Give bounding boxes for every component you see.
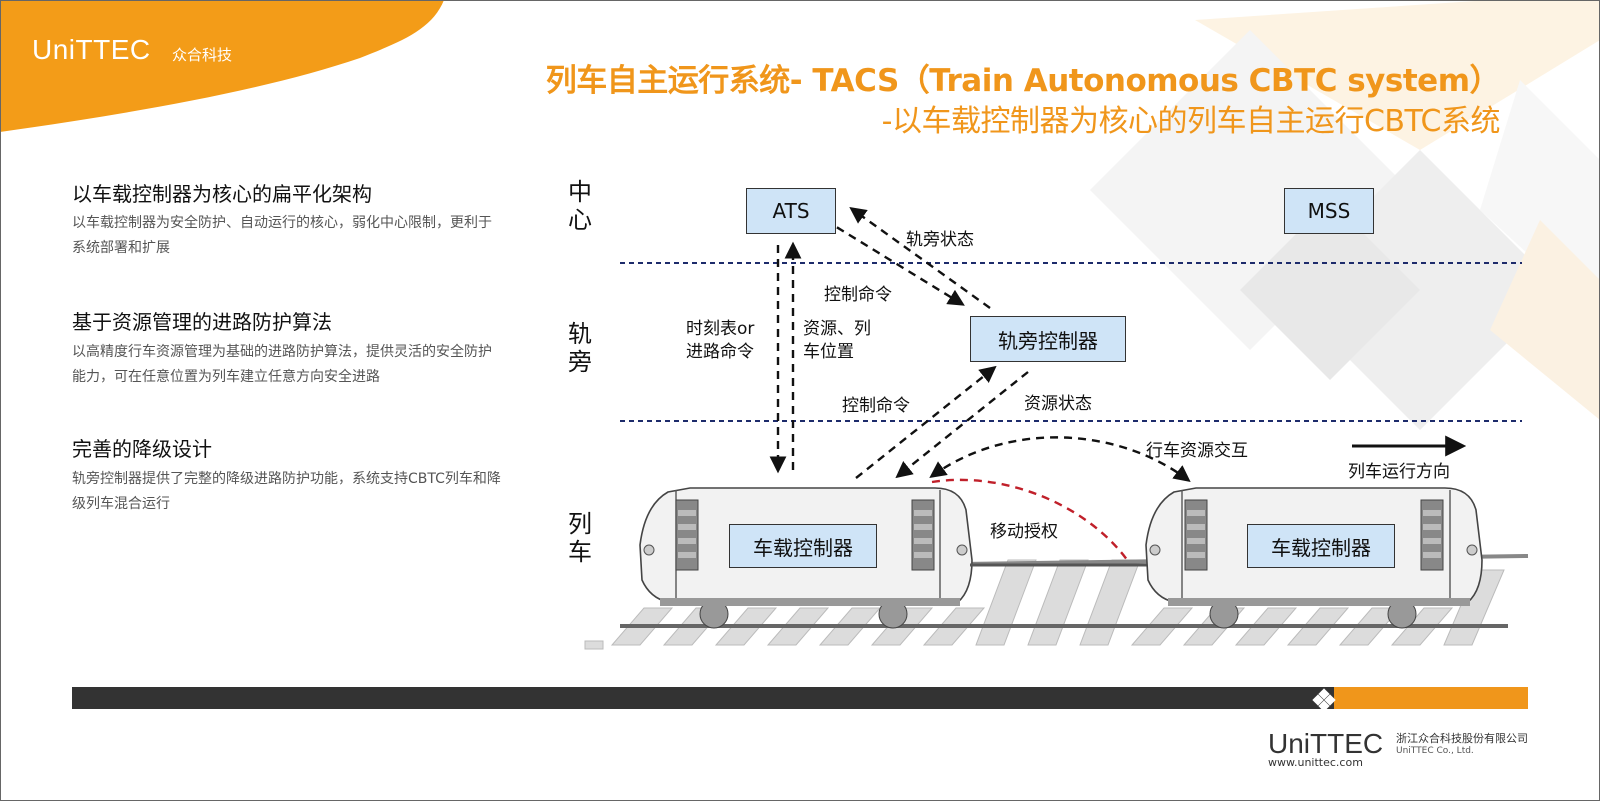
wayside-controller-box: 轨旁控制器 xyxy=(970,316,1126,362)
layer-label-train: 列车 xyxy=(568,510,592,566)
layer-label-wayside: 轨旁 xyxy=(568,320,592,376)
label-resource-position: 资源、列车位置 xyxy=(803,319,871,362)
page-subtitle: -以车载控制器为核心的列车自主运行CBTC系统 xyxy=(881,104,1501,139)
brand-logo-sub: 众合科技 xyxy=(172,46,233,64)
onboard-controller-left: 车载控制器 xyxy=(729,524,877,568)
footer-logo: UniTTEC xyxy=(1268,728,1384,759)
header-corner-shape xyxy=(0,0,444,132)
label-control-cmd-upper: 控制命令 xyxy=(824,285,892,305)
label-timetable-route: 时刻表or进路命令 xyxy=(686,319,755,362)
layer-label-center: 中心 xyxy=(568,178,592,234)
footer-company-cn: 浙江众合科技股份有限公司 xyxy=(1396,732,1528,745)
footer-company-en: UniTTEC Co., Ltd. xyxy=(1396,746,1474,756)
brand-logo: UniTTEC xyxy=(32,34,151,65)
footer-bar-emblem xyxy=(1312,688,1336,712)
arrow-wayside-status xyxy=(849,207,991,309)
movement-authority-curve xyxy=(931,478,1139,576)
page-title: 列车自主运行系统- TACS（Train Autonomous CBTC sys… xyxy=(545,63,1501,99)
footer-website: www.unittec.com xyxy=(1268,756,1363,769)
arrow-control-cmd-lower xyxy=(855,365,997,479)
footer-bar-accent xyxy=(1334,687,1528,709)
ats-box: ATS xyxy=(746,188,836,234)
mss-box: MSS xyxy=(1284,188,1374,234)
onboard-controller-right: 车载控制器 xyxy=(1247,524,1395,568)
label-control-cmd-lower: 控制命令 xyxy=(842,396,910,416)
feature-body-1: 以车载控制器为安全防护、自动运行的核心，弱化中心限制，更利于系统部署和扩展 xyxy=(72,215,492,256)
label-running-direction: 列车运行方向 xyxy=(1348,462,1450,482)
footer-bar-dark xyxy=(72,687,1334,709)
feature-body-3: 轨旁控制器提供了完整的降级进路防护功能，系统支持CBTC列车和降级列车混合运行 xyxy=(72,471,501,512)
label-movement-authority: 移动授权 xyxy=(990,522,1058,542)
feature-heading-3: 完善的降级设计 xyxy=(72,437,212,461)
feature-body-2: 以高精度行车资源管理为基础的进路防护算法，提供灵活的安全防护能力，可在任意位置为… xyxy=(72,344,492,385)
arrow-control-cmd-upper xyxy=(824,218,965,306)
arrow-resource-status xyxy=(895,371,1029,479)
label-resource-status: 资源状态 xyxy=(1024,394,1092,414)
feature-heading-2: 基于资源管理的进路防护算法 xyxy=(72,310,332,334)
label-wayside-status: 轨旁状态 xyxy=(906,230,974,250)
arrow-resource-interaction xyxy=(929,436,1191,483)
label-resource-interaction: 行车资源交互 xyxy=(1146,441,1248,461)
feature-heading-1: 以车载控制器为核心的扁平化架构 xyxy=(72,182,372,206)
